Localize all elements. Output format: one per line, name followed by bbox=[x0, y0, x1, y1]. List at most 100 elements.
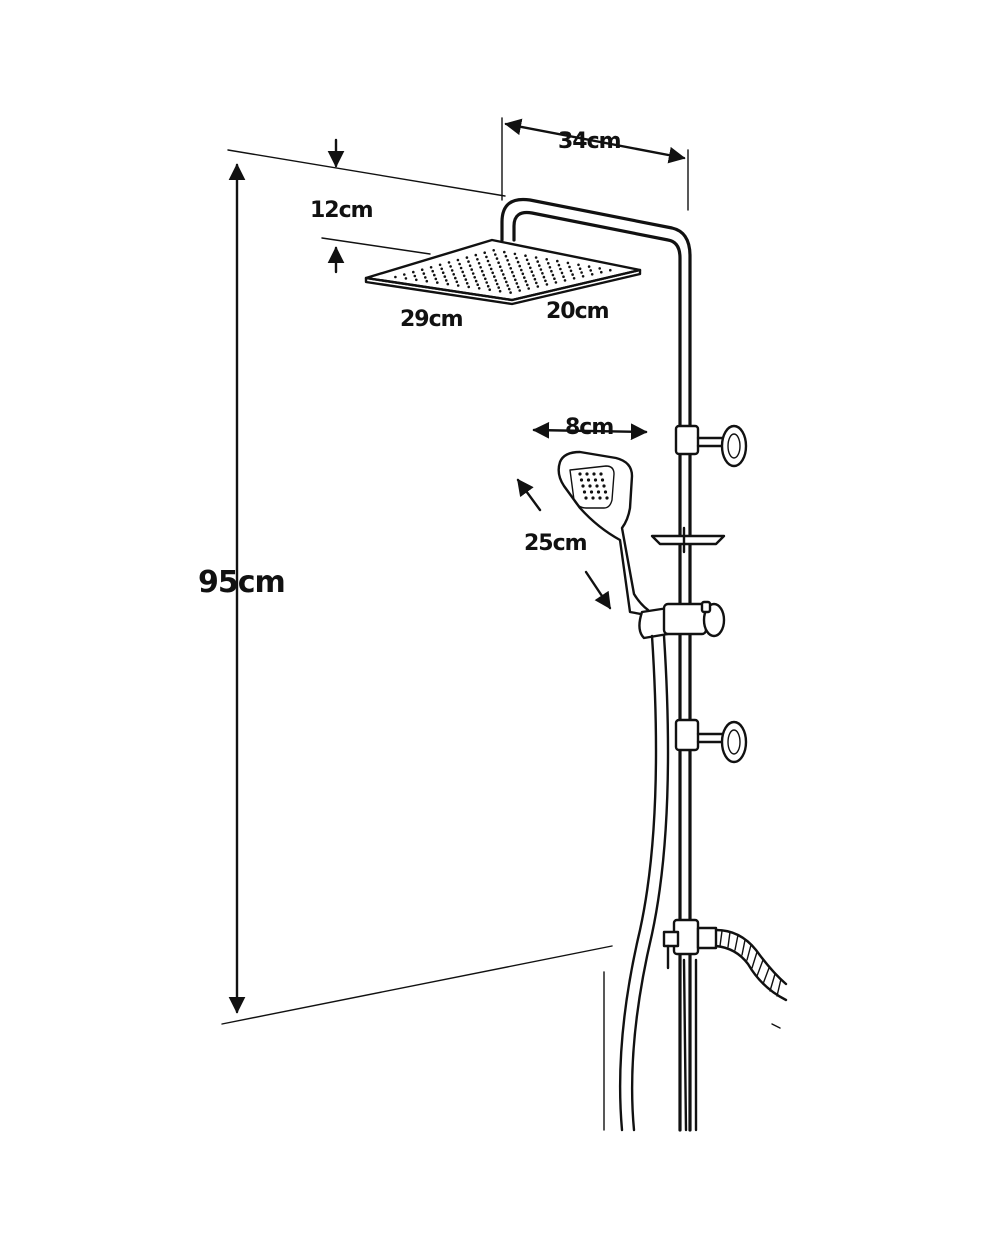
rain-head-nozzle bbox=[464, 278, 468, 281]
rain-head-nozzles bbox=[394, 249, 612, 294]
rain-head-nozzle bbox=[467, 285, 471, 289]
rain-head-nozzle bbox=[500, 269, 504, 272]
hand-shower-nozzle bbox=[599, 472, 603, 476]
rain-head-nozzle bbox=[433, 273, 436, 277]
rain-head-nozzle bbox=[488, 263, 491, 267]
lower-wall-bracket bbox=[674, 718, 748, 764]
hand-shower-nozzle bbox=[579, 478, 584, 482]
rain-head-nozzle bbox=[462, 274, 466, 278]
rain-head-nozzle bbox=[529, 266, 532, 270]
rain-head-nozzle bbox=[534, 256, 538, 259]
rain-head-nozzle bbox=[520, 268, 523, 272]
rain-head-nozzle bbox=[431, 269, 435, 273]
rain-head-nozzle bbox=[524, 280, 528, 283]
rain-head-nozzle bbox=[470, 268, 474, 271]
supply-hose-rib bbox=[727, 931, 731, 948]
rain-head-nozzle bbox=[474, 279, 478, 283]
supply-hose-rib bbox=[751, 951, 758, 969]
rain-head-nozzle bbox=[497, 261, 500, 265]
rain-head-nozzle bbox=[477, 262, 481, 265]
rain-head-nozzle bbox=[554, 281, 558, 284]
handshower-width-dimension: 8cm bbox=[532, 415, 648, 441]
hand-shower-nozzle bbox=[600, 478, 605, 482]
hand-shower bbox=[557, 450, 654, 618]
rain-head-nozzle bbox=[539, 268, 543, 271]
rain-head-nozzle bbox=[557, 263, 561, 267]
rain-head-nozzle bbox=[468, 264, 472, 268]
hand-shower-nozzle bbox=[605, 496, 609, 500]
supply-hose bbox=[714, 928, 788, 1029]
rain-head-nozzle bbox=[505, 280, 508, 284]
supply-hose-rib bbox=[719, 930, 723, 947]
rain-head-nozzle bbox=[515, 282, 519, 285]
rain-head-nozzle bbox=[507, 263, 511, 266]
rain-head-nozzle bbox=[440, 267, 444, 271]
hand-shower-nozzle bbox=[586, 478, 591, 482]
supply-hose-rib bbox=[776, 978, 782, 997]
handshower-width-label: 8cm bbox=[565, 415, 613, 440]
hand-shower-nozzle bbox=[578, 472, 582, 476]
rain-head-nozzle bbox=[609, 268, 612, 272]
rain-head-nozzle bbox=[503, 250, 506, 254]
rain-head-nozzle bbox=[404, 277, 408, 280]
flexible-hose bbox=[618, 634, 698, 1132]
rain-head-nozzle bbox=[486, 284, 490, 288]
head-offset-dimension: 12cm bbox=[310, 138, 431, 274]
rain-head-nozzle bbox=[525, 258, 529, 262]
rain-head-nozzle bbox=[477, 287, 481, 290]
hand-shower-nozzle bbox=[591, 496, 595, 500]
rain-head-nozzle bbox=[461, 270, 465, 274]
rain-head-nozzle bbox=[518, 264, 521, 268]
rain-head-nozzle bbox=[429, 266, 433, 269]
rain-head-nozzle bbox=[492, 249, 496, 252]
rain-head-nozzle bbox=[479, 266, 482, 269]
rain-head-nozzle bbox=[474, 253, 478, 257]
rain-head-nozzle bbox=[598, 267, 601, 270]
rain-head-nozzle bbox=[566, 261, 570, 265]
handshower-length-dimension: 25cm bbox=[516, 478, 612, 610]
hand-shower-nozzle bbox=[602, 484, 606, 488]
rain-head-nozzle bbox=[581, 275, 585, 278]
rain-head-nozzle bbox=[446, 282, 450, 286]
rain-head-nozzle bbox=[456, 258, 460, 262]
rain-head-nozzle bbox=[600, 270, 603, 274]
rain-head-nozzle bbox=[498, 265, 502, 269]
rain-head-nozzle bbox=[458, 262, 461, 266]
hand-shower-nozzle bbox=[581, 484, 585, 488]
rain-head-nozzle bbox=[485, 281, 489, 284]
rain-head-nozzle bbox=[559, 267, 562, 271]
rain-head-nozzle bbox=[547, 262, 550, 265]
rain-head-nozzle bbox=[482, 273, 486, 277]
rain-head-nozzle bbox=[436, 281, 439, 284]
supply-hose-rib bbox=[762, 967, 770, 985]
height-dimension: 95cm bbox=[198, 163, 286, 1014]
rain-head-nozzle bbox=[506, 259, 509, 262]
rain-head-nozzle bbox=[544, 279, 547, 283]
rain-head-nozzle bbox=[553, 277, 556, 281]
rain-head-nozzle bbox=[515, 256, 518, 260]
rain-head-nozzle bbox=[526, 283, 529, 287]
rain-head-nozzle bbox=[536, 260, 539, 263]
rain-head-nozzle bbox=[403, 273, 406, 276]
height-label: 95cm bbox=[198, 565, 285, 600]
supply-hose-ribs bbox=[719, 930, 782, 997]
hand-shower-nozzle bbox=[584, 496, 588, 500]
supply-hose-rib bbox=[746, 944, 752, 961]
rain-head-nozzle bbox=[507, 287, 511, 291]
rain-head-nozzle bbox=[578, 267, 582, 271]
rain-head-nozzle bbox=[509, 267, 512, 270]
rain-head-nozzle bbox=[465, 282, 469, 285]
rain-head-nozzle bbox=[484, 277, 487, 281]
rain-head-nozzle bbox=[569, 269, 573, 273]
hand-shower-nozzle bbox=[593, 478, 598, 482]
rain-head-nozzle bbox=[493, 275, 496, 278]
rain-head-nozzle bbox=[536, 285, 540, 288]
rain-head-nozzle bbox=[535, 281, 538, 285]
diverter-valve bbox=[662, 918, 718, 970]
rain-head-nozzle bbox=[521, 272, 525, 276]
rain-head-nozzle bbox=[512, 274, 516, 278]
rain-head-nozzle bbox=[449, 265, 452, 268]
rain-head-nozzle bbox=[483, 251, 487, 254]
rain-head-nozzle bbox=[452, 273, 456, 276]
